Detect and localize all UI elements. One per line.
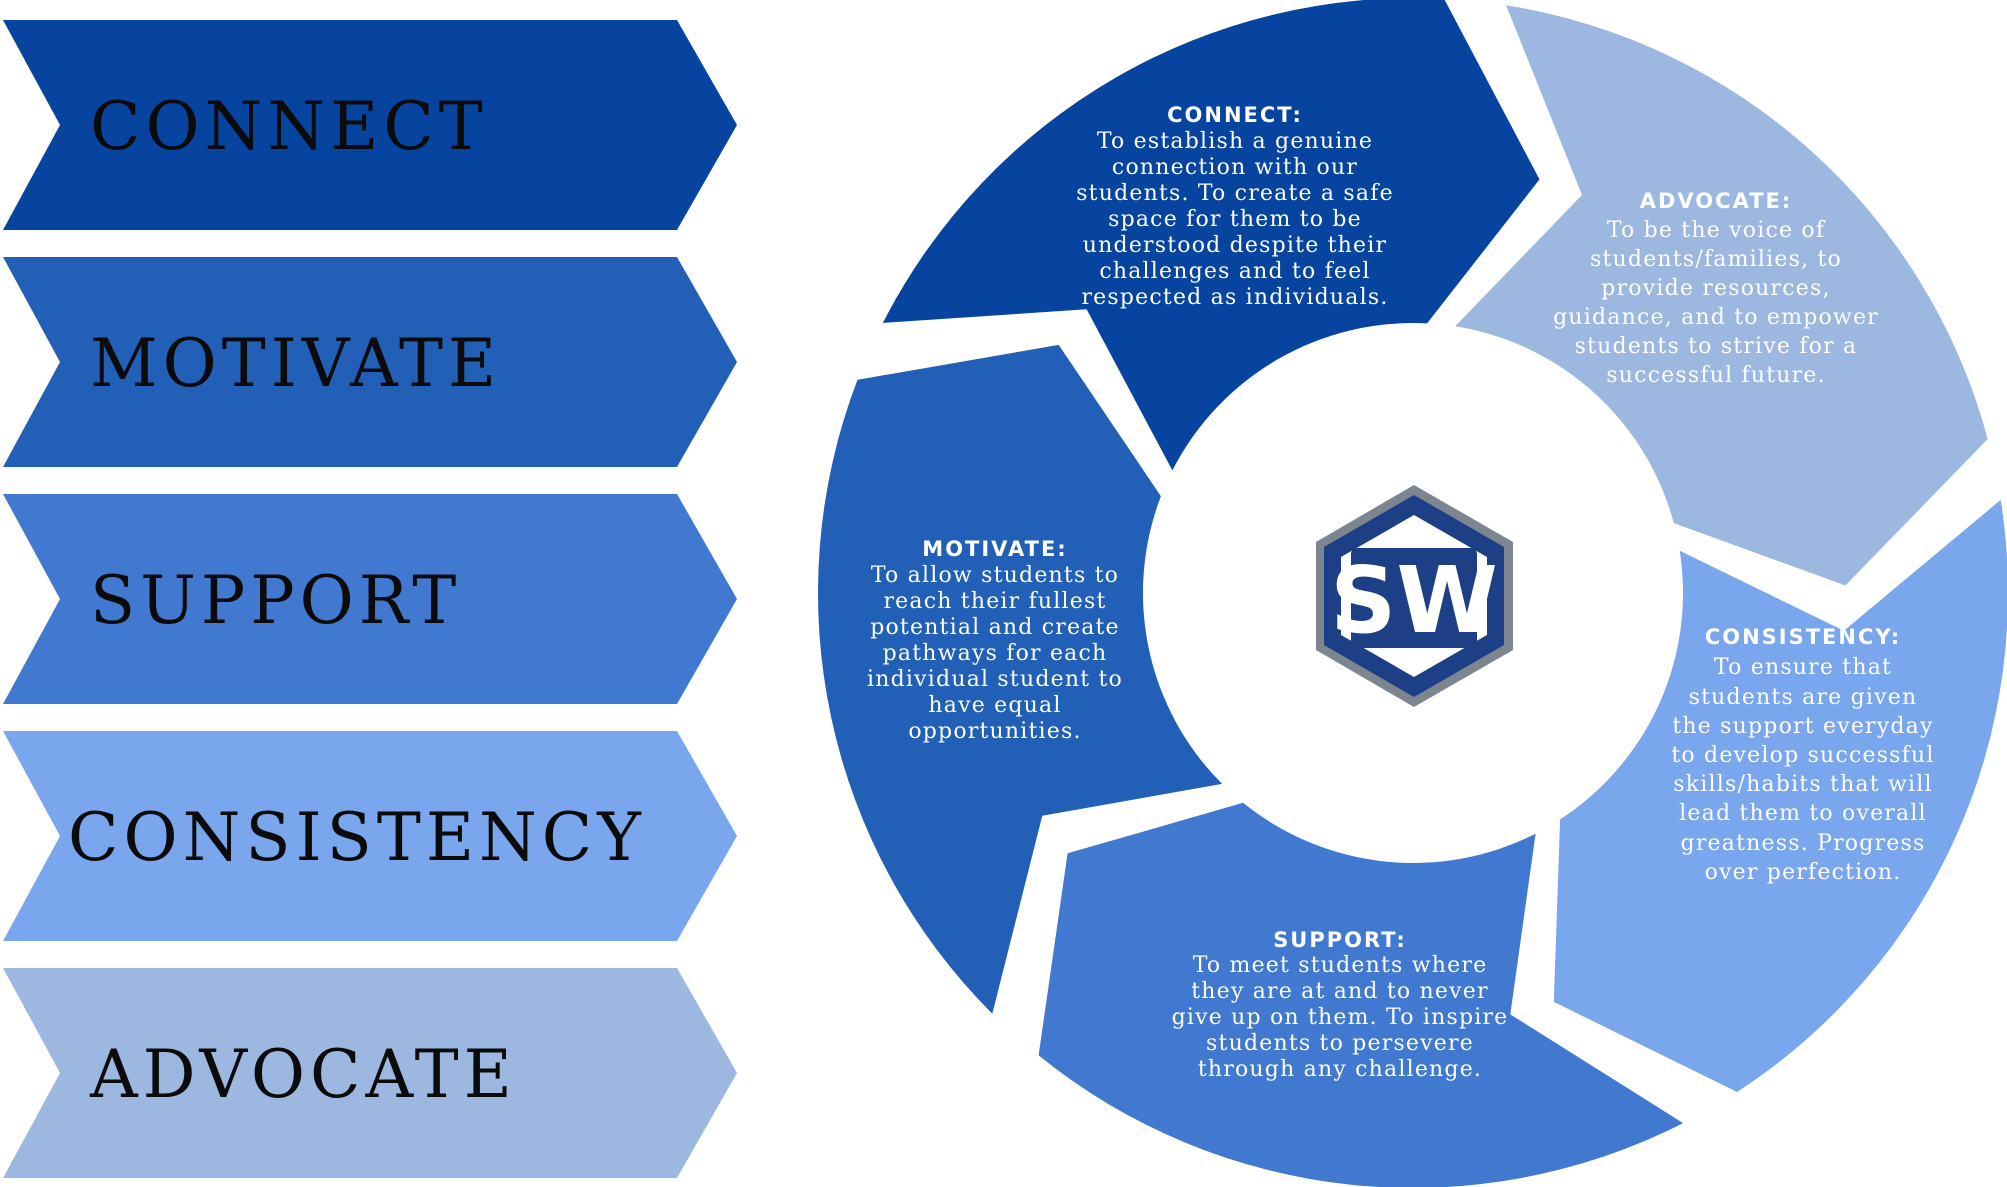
advocate-line: guidance, and to empower (1553, 305, 1879, 330)
consistency-line: skills/habits that will (1673, 772, 1932, 797)
consistency-line: students are given (1689, 685, 1918, 710)
support-line: they are at and to never (1191, 979, 1488, 1004)
center-logo: SW (1316, 485, 1513, 707)
motivate-line: pathways for each (883, 641, 1108, 666)
connect-title: CONNECT: (1167, 103, 1303, 127)
logo-monogram: SW (1330, 547, 1498, 654)
chevron-support-shape (3, 494, 737, 704)
consistency-line: lead them to overall (1679, 801, 1927, 826)
connect-line: understood despite their (1083, 233, 1387, 258)
consistency-line: greatness. Progress (1681, 831, 1926, 856)
motivate-line: opportunities. (908, 719, 1081, 744)
segment-consistency-text: CONSISTENCY: To ensure that students are… (1671, 625, 1934, 885)
chevron-connect-shape (3, 20, 737, 230)
motivate-line: To allow students to (871, 563, 1119, 588)
support-title: SUPPORT: (1273, 928, 1407, 952)
support-line: To meet students where (1193, 953, 1488, 978)
support-line: give up on them. To inspire (1172, 1005, 1509, 1030)
motivate-line: have equal (928, 693, 1061, 718)
motivate-line: reach their fullest (883, 589, 1106, 614)
advocate-line: successful future. (1606, 363, 1826, 388)
segment-advocate-text: ADVOCATE: To be the voice of students/fa… (1553, 189, 1879, 388)
segment-support-text: SUPPORT: To meet students where they are… (1172, 928, 1509, 1082)
motivate-line: potential and create (870, 615, 1120, 640)
consistency-title: CONSISTENCY: (1705, 625, 1901, 649)
chevron-support: SUPPORT (3, 494, 737, 704)
support-line: students to persevere (1206, 1031, 1474, 1056)
advocate-title: ADVOCATE: (1640, 189, 1793, 213)
advocate-line: To be the voice of (1607, 218, 1826, 243)
chevron-advocate-label: ADVOCATE (89, 1036, 517, 1113)
ring-segment-motivate (818, 344, 1223, 1014)
advocate-line: students to strive for a (1575, 334, 1858, 359)
ring-segment-advocate (1455, 5, 1988, 586)
segment-motivate-text: MOTIVATE: To allow students to reach the… (867, 537, 1123, 744)
consistency-line: the support everyday (1672, 714, 1933, 739)
chevron-consistency-label: CONSISTENCY (68, 799, 646, 876)
chevron-advocate: ADVOCATE (3, 968, 737, 1178)
connect-line: challenges and to feel (1099, 259, 1370, 284)
chevron-motivate: MOTIVATE (3, 257, 737, 467)
ring-segment-connect (882, 0, 1540, 471)
advocate-line: provide resources, (1601, 276, 1830, 301)
consistency-line: To ensure that (1714, 655, 1892, 680)
consistency-line: to develop successful (1671, 743, 1934, 768)
chevron-stack: CONNECT MOTIVATE SUPPORT CONSISTENCY ADV… (3, 20, 737, 1178)
connect-line: space for them to be (1108, 207, 1362, 232)
connect-line: connection with our (1112, 155, 1358, 180)
motivate-title: MOTIVATE: (922, 537, 1067, 561)
support-line: through any challenge. (1198, 1057, 1482, 1082)
segment-connect-text: CONNECT: To establish a genuine connecti… (1076, 103, 1394, 310)
cycle-ring (818, 0, 2007, 1187)
chevron-connect-label: CONNECT (90, 88, 488, 165)
consistency-line: over perfection. (1705, 860, 1902, 885)
advocate-line: students/families, to (1590, 247, 1842, 272)
ring-segment-consistency (1553, 499, 2007, 1092)
chevron-motivate-label: MOTIVATE (90, 325, 501, 402)
chevron-support-label: SUPPORT (90, 562, 461, 639)
chevron-connect: CONNECT (3, 20, 737, 230)
connect-line: respected as individuals. (1081, 285, 1388, 310)
chevron-motivate-shape (3, 257, 737, 467)
chevron-consistency: CONSISTENCY (3, 731, 737, 941)
logo-badge (1351, 548, 1477, 648)
ring-segment-support (1038, 802, 1684, 1187)
motivate-line: individual student to (867, 667, 1123, 692)
chevron-consistency-shape (3, 731, 737, 941)
connect-line: To establish a genuine (1097, 129, 1373, 154)
connect-line: students. To create a safe (1076, 181, 1394, 206)
chevron-advocate-shape (3, 968, 737, 1178)
